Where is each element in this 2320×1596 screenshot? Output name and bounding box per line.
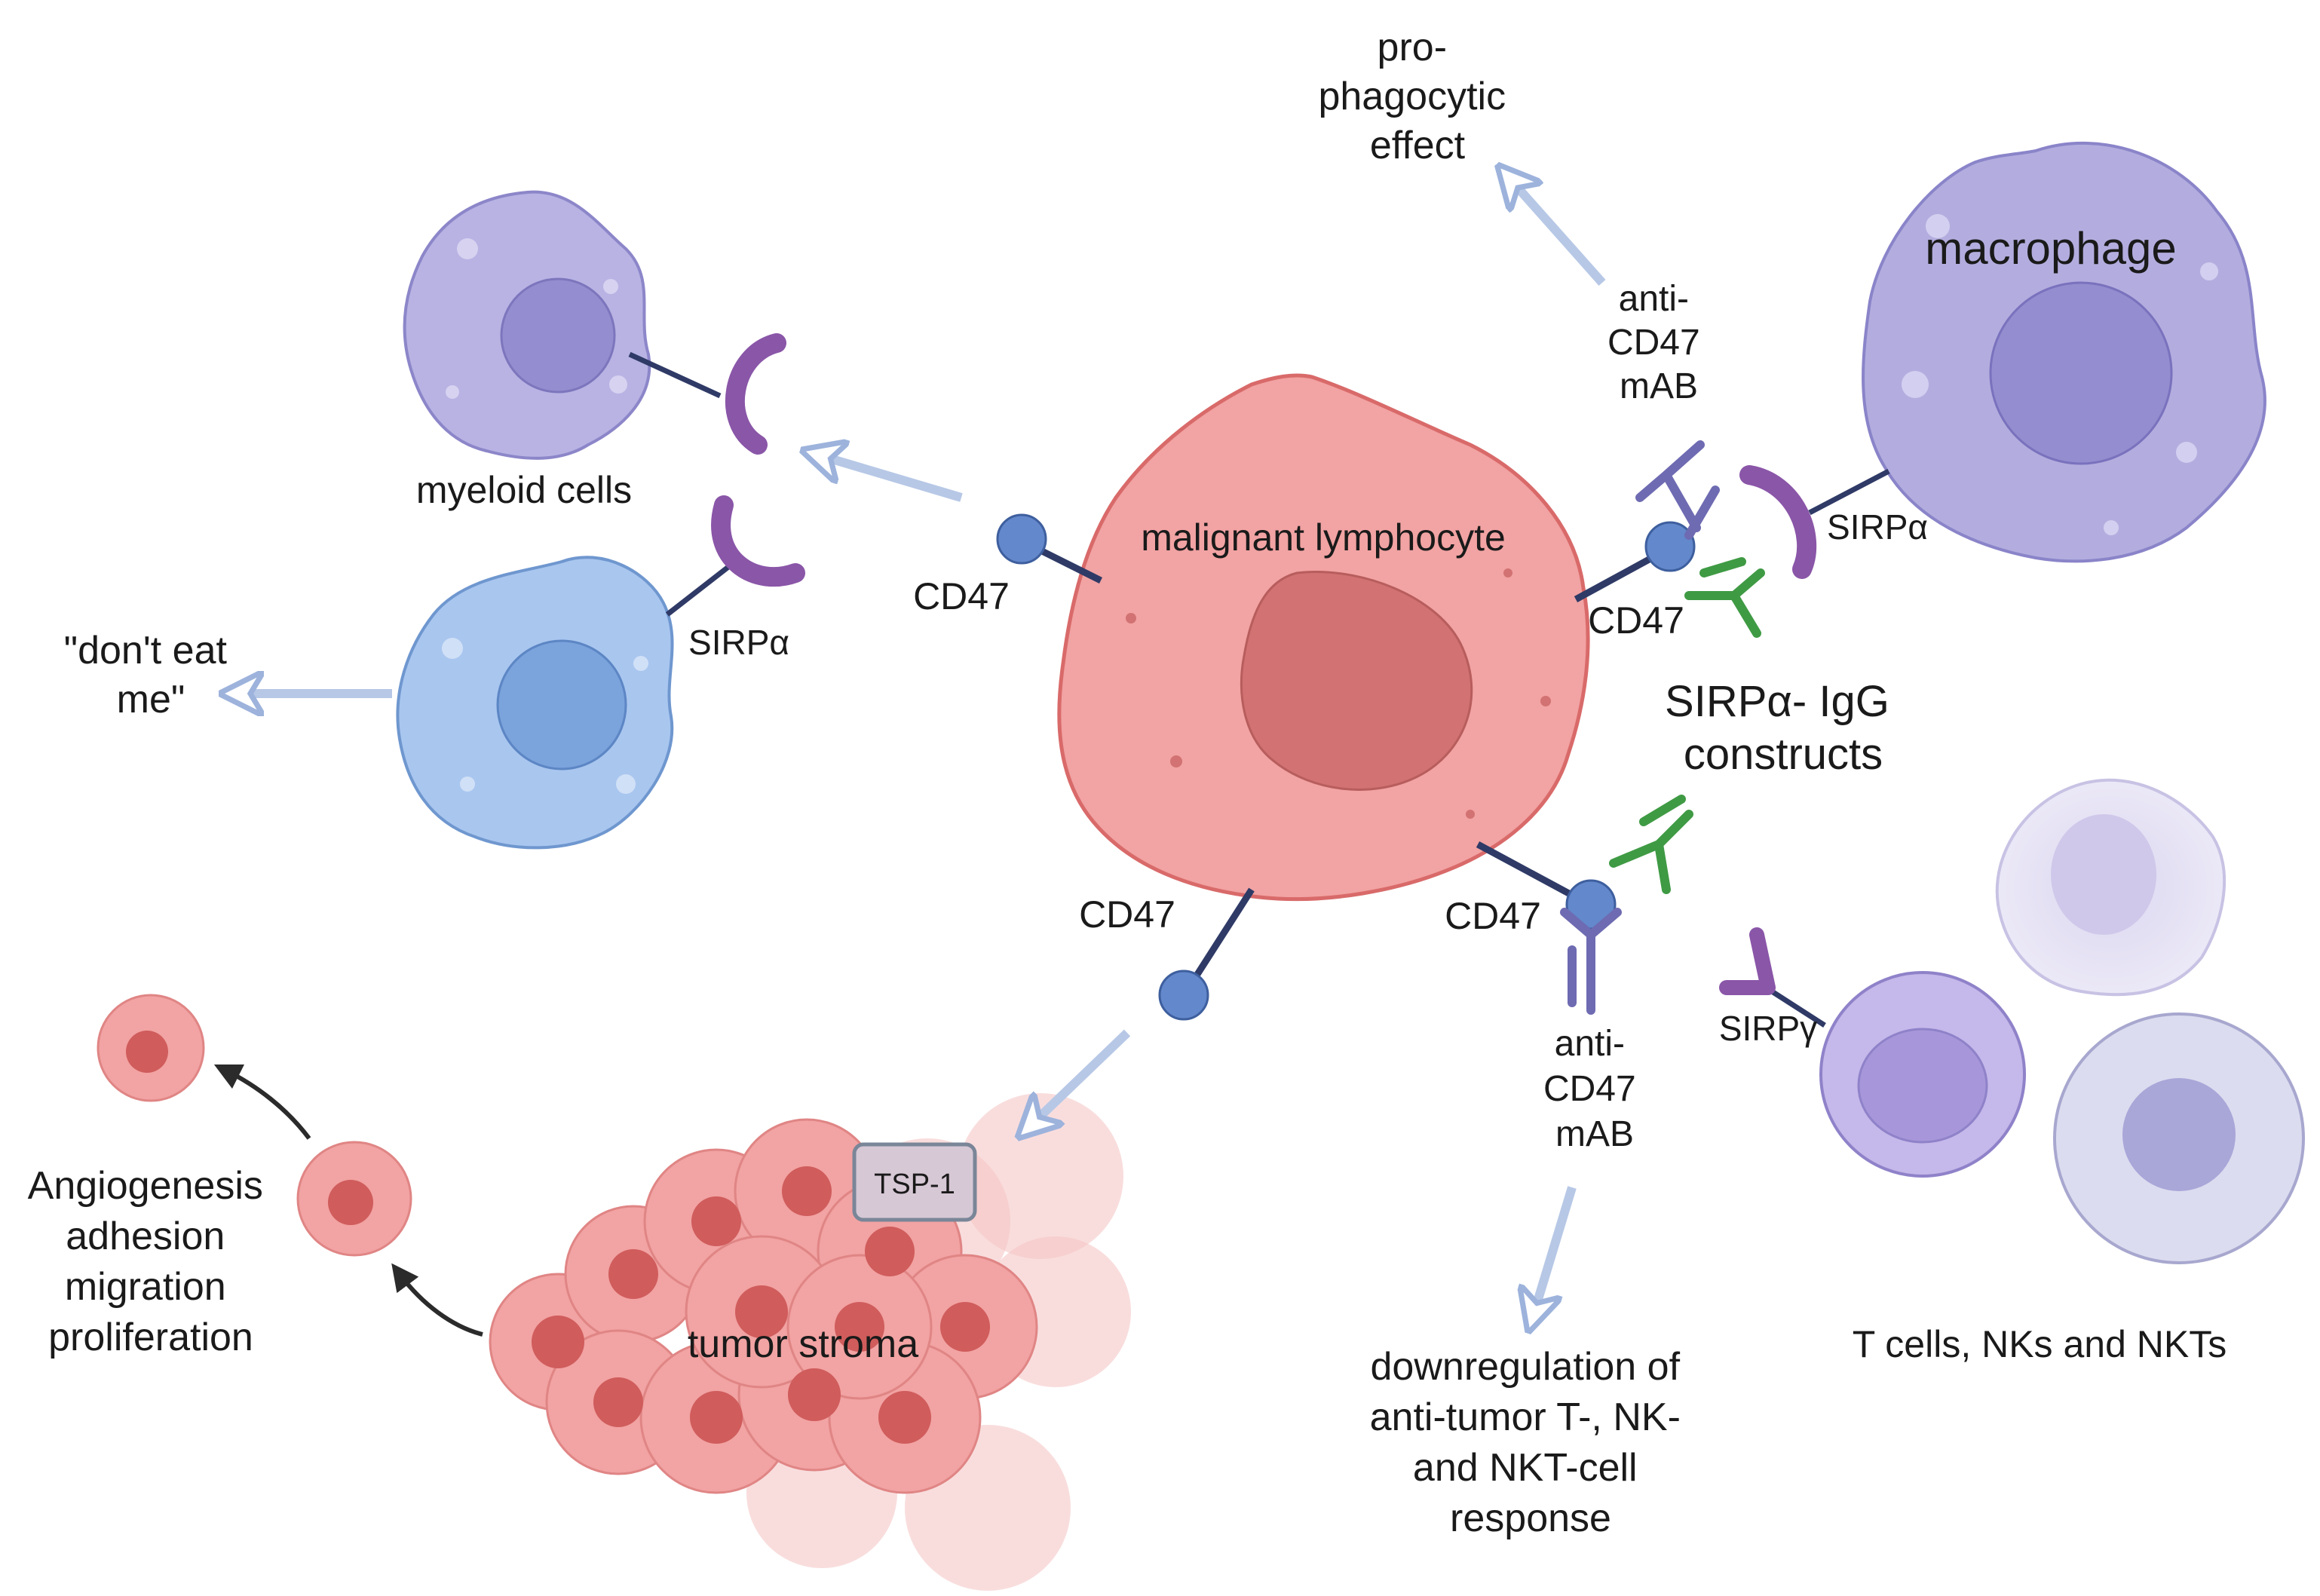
antibody-sirpa-igg-bottom <box>1609 795 1693 894</box>
label-cd47-lower-left: CD47 <box>1079 893 1175 936</box>
label-anti-cd47-bottom-1: anti- <box>1555 1024 1625 1064</box>
sirpa-receptor-blue <box>711 495 805 587</box>
label-downregulation-4: response <box>1450 1496 1611 1540</box>
label-sirpg: SIRPγ <box>1719 1009 1817 1048</box>
arrow-downregulation <box>1534 1186 1577 1312</box>
tsp1-box <box>852 1142 977 1222</box>
small-tumor-cells <box>97 994 412 1257</box>
label-sirpa-right: SIRPα <box>1827 507 1928 547</box>
label-dont-eat-me-2: me" <box>117 678 185 721</box>
label-anti-cd47-bottom-2: CD47 <box>1543 1069 1636 1109</box>
label-tumor-stroma: tumor stroma <box>688 1322 918 1366</box>
label-angiogenesis-1: Angiogenesis <box>28 1164 263 1208</box>
label-malignant-lymphocyte: malignant lymphocyte <box>1141 516 1506 559</box>
label-sirpa-igg-2: constructs <box>1684 730 1883 779</box>
antibody-anti-cd47-bottom <box>1560 908 1622 1015</box>
lymphocyte-group <box>1719 778 2305 1264</box>
myeloid-cell <box>403 190 786 460</box>
label-cd47-right: CD47 <box>1588 599 1684 642</box>
label-sirpa-left: SIRPα <box>688 623 789 662</box>
arrow-pro-phagocytic <box>1512 181 1606 286</box>
sirpg-receptor <box>1719 927 1776 995</box>
label-anti-cd47-bottom-3: mAB <box>1555 1114 1634 1154</box>
sirpa-receptor-myeloid <box>725 333 786 455</box>
arrow-stroma-to-cell <box>391 1263 483 1337</box>
arrow-to-stroma <box>1033 1029 1131 1123</box>
sirpa-receptor-macrophage <box>1739 465 1817 579</box>
blue-myeloid-cell <box>396 495 805 850</box>
label-anti-cd47-top-2: CD47 <box>1607 323 1700 363</box>
arrows <box>213 181 1606 1337</box>
label-angiogenesis-2: adhesion <box>66 1215 225 1258</box>
malignant-lymphocyte-cell <box>1057 373 1590 902</box>
label-downregulation-3: and NKT-cell <box>1413 1446 1638 1490</box>
svg-text:Angiogenesis adhesion: Angiogenesis adhesion migration prolifer… <box>28 1164 274 1359</box>
label-downregulation-1: downregulation of <box>1371 1345 1681 1389</box>
antibody-anti-cd47-top <box>1635 440 1720 540</box>
antibody-sirpa-igg-top <box>1684 557 1765 638</box>
svg-text:downregulation of anti-tum: downregulation of anti-tumor T-, NK- and… <box>1370 1345 1692 1540</box>
svg-text:pro- phagocytic effect: pro- phagocytic effect <box>1318 26 1516 167</box>
label-anti-cd47-top-3: mAB <box>1620 366 1698 406</box>
label-dont-eat-me-1: "don't eat <box>64 629 228 672</box>
label-angiogenesis-4: proliferation <box>48 1316 253 1359</box>
label-tsp1: TSP-1 <box>874 1169 955 1200</box>
macrophage-cell <box>1739 141 2266 579</box>
label-pro-phagocytic-3: effect <box>1370 124 1466 167</box>
label-sirpa-igg-1: SIRPα- IgG <box>1665 677 1889 726</box>
svg-text:anti- CD47 mAB: anti- CD47 mAB <box>1607 279 1710 406</box>
label-anti-cd47-top-1: anti- <box>1619 279 1689 319</box>
label-downregulation-2: anti-tumor T-, NK- <box>1370 1395 1681 1439</box>
svg-text:"don't eat me": "don't eat me" <box>64 629 238 721</box>
label-angiogenesis-3: migration <box>65 1265 226 1309</box>
label-tcells: T cells, NKs and NKTs <box>1853 1323 2227 1365</box>
svg-text:anti- CD47 mAB: anti- CD47 mAB <box>1543 1024 1646 1154</box>
label-macrophage: macrophage <box>1925 223 2177 274</box>
label-pro-phagocytic-2: phagocytic <box>1318 75 1506 118</box>
label-cd47-left: CD47 <box>913 575 1010 617</box>
cd47-molecules <box>996 513 1696 1021</box>
label-cd47-lower-right: CD47 <box>1445 895 1541 937</box>
label-myeloid-cells: myeloid cells <box>416 469 632 511</box>
arrow-to-myeloid <box>822 456 963 502</box>
label-pro-phagocytic-1: pro- <box>1378 26 1447 69</box>
arrow-cell-to-cell <box>213 1064 311 1140</box>
svg-text:SIRPα- IgG constructs: SIRPα- IgG constructs <box>1665 677 1902 779</box>
tumor-stroma-cluster <box>489 1093 1131 1591</box>
